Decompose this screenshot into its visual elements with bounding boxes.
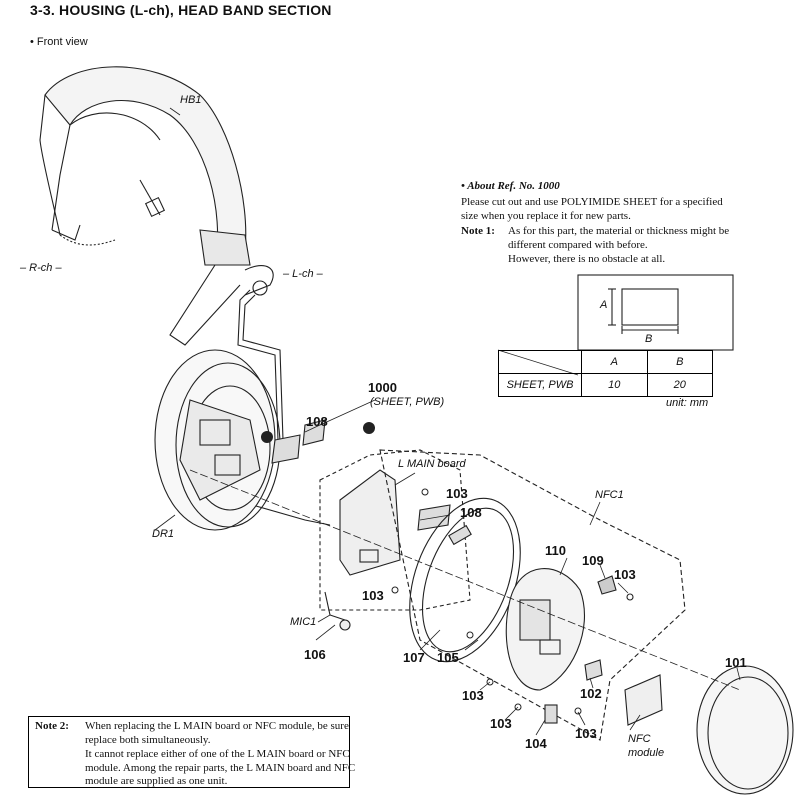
ref-103: 103 bbox=[614, 567, 636, 582]
nfc-region-outline bbox=[379, 449, 686, 741]
driver-housing-drawing bbox=[154, 349, 281, 531]
table-header-b: B bbox=[646, 350, 713, 374]
note1-line3: However, there is no obstacle at all. bbox=[508, 253, 666, 265]
ref-1000: 1000 bbox=[368, 380, 397, 395]
headband-drawing bbox=[39, 66, 274, 346]
note2-line4: module. Among the repair parts, the L MA… bbox=[85, 762, 356, 774]
label-mic1: MIC1 bbox=[290, 616, 317, 628]
l-main-board-outline bbox=[319, 449, 471, 611]
ref-108: 108 bbox=[306, 414, 328, 429]
note2-line3: It cannot replace either of one of the L… bbox=[85, 748, 350, 760]
table-value-b: 20 bbox=[646, 373, 713, 397]
label-nfc-module: NFC module bbox=[628, 733, 665, 759]
label-l-ch: – L-ch – bbox=[283, 268, 323, 280]
ref-105: 105 bbox=[437, 650, 459, 665]
c-markers bbox=[261, 422, 375, 443]
ref-103: 103 bbox=[462, 688, 484, 703]
ref-102: 102 bbox=[580, 686, 602, 701]
dim-a-label: A bbox=[600, 299, 608, 311]
table-header-a: A bbox=[581, 350, 648, 374]
view-label: • Front view bbox=[30, 36, 88, 48]
ref-103: 103 bbox=[446, 486, 468, 501]
section-title: 3-3. HOUSING (L-ch), HEAD BAND SECTION bbox=[30, 2, 332, 18]
table-corner bbox=[498, 350, 582, 374]
label-sheet-pwb: (SHEET, PWB) bbox=[370, 396, 445, 408]
dimension-diagram bbox=[577, 274, 734, 351]
table-value-a: 10 bbox=[581, 373, 648, 397]
ref-109: 109 bbox=[582, 553, 604, 568]
note1-label: Note 1: bbox=[461, 225, 495, 237]
note2-line5: module are supplied as one unit. bbox=[85, 775, 228, 787]
ref-108: 108 bbox=[460, 505, 482, 520]
note1-line1: As for this part, the material or thickn… bbox=[508, 225, 730, 237]
screws bbox=[391, 488, 582, 715]
ref-104: 104 bbox=[525, 736, 547, 751]
label-dr1: DR1 bbox=[152, 528, 175, 540]
unit-label: unit: mm bbox=[666, 397, 709, 409]
ref-101: 101 bbox=[725, 655, 747, 670]
ref-103: 103 bbox=[490, 716, 512, 731]
label-r-ch: – R-ch – bbox=[20, 262, 62, 274]
note1-line2: different compared with before. bbox=[508, 239, 648, 251]
ref-107: 107 bbox=[403, 650, 425, 665]
plate-110-drawing bbox=[505, 568, 585, 691]
note-1000-line1: Please cut out and use POLYIMIDE SHEET f… bbox=[461, 196, 723, 208]
note2-line1: When replacing the L MAIN board or NFC m… bbox=[85, 720, 349, 732]
ref-103: 103 bbox=[362, 588, 384, 603]
note2-box: Note 2: When replacing the L MAIN board … bbox=[28, 716, 355, 788]
label-hb1: HB1 bbox=[180, 94, 202, 106]
note2-line2: replace both simultaneously. bbox=[85, 734, 211, 746]
dim-b-label: B bbox=[645, 333, 653, 345]
dimension-table: A B SHEET, PWB 10 20 bbox=[498, 350, 713, 397]
table-row-label: SHEET, PWB bbox=[498, 373, 582, 397]
label-l-main-board: L MAIN board bbox=[398, 458, 466, 470]
cap-101-drawing bbox=[696, 665, 794, 795]
ring-107-drawing bbox=[409, 497, 521, 663]
ref-103: 103 bbox=[575, 726, 597, 741]
ref-106: 106 bbox=[304, 647, 326, 662]
note2-label: Note 2: bbox=[35, 720, 69, 732]
ref-110: 110 bbox=[545, 543, 566, 558]
note-1000-heading: • About Ref. No. 1000 bbox=[461, 180, 560, 192]
label-nfc1: NFC1 bbox=[595, 489, 624, 501]
note-1000-line2: size when you replace it for new parts. bbox=[461, 210, 631, 222]
